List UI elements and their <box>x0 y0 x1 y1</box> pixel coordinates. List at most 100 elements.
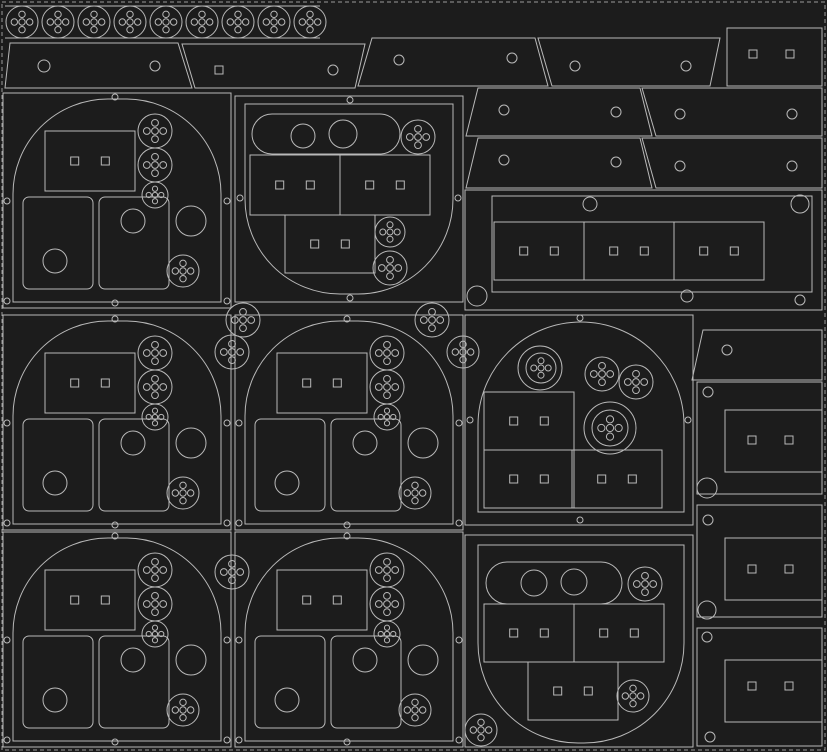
panel-plate <box>234 95 464 303</box>
screw-hole <box>235 419 243 427</box>
connector-pin <box>126 10 134 19</box>
module-outline <box>724 537 823 601</box>
connector-pin <box>169 18 178 26</box>
round-connector <box>398 693 432 727</box>
connector-pin <box>383 374 391 383</box>
connector-pin <box>151 185 159 192</box>
connector-pin <box>97 18 106 26</box>
hole <box>328 119 358 149</box>
connector-pin <box>151 198 159 205</box>
connector-pin <box>598 370 606 378</box>
connector-ring <box>166 254 200 288</box>
panel-plate <box>2 531 232 748</box>
module-outline <box>483 449 575 509</box>
screw-hole <box>466 416 474 424</box>
connector-pin <box>126 25 134 34</box>
connector-pin <box>383 420 391 427</box>
screw-hole <box>111 93 119 101</box>
arch-outline <box>244 103 454 295</box>
connector-pin <box>54 25 62 34</box>
hole <box>790 194 810 214</box>
sub-plate <box>98 418 170 512</box>
screw-hole <box>223 297 231 305</box>
hole <box>786 160 798 172</box>
hole <box>274 687 300 713</box>
connector-pin <box>228 576 236 585</box>
connector-pin <box>605 423 615 433</box>
round-connector <box>141 181 169 209</box>
arch-outline <box>244 537 454 742</box>
hole <box>506 52 518 64</box>
hole <box>290 123 316 149</box>
connector-pin <box>391 349 400 357</box>
module-cutout <box>527 661 619 721</box>
panel-plate <box>2 92 232 309</box>
hole <box>149 60 161 72</box>
arch-outline <box>477 544 685 744</box>
connector-pin <box>597 423 606 433</box>
connector-pin <box>198 18 206 26</box>
connector-pin <box>159 600 168 608</box>
module-cutout <box>44 352 136 414</box>
screw-hole <box>235 636 243 644</box>
connector-pin <box>484 726 493 734</box>
screw-hole <box>111 521 119 529</box>
connector-pin <box>383 566 391 574</box>
connector-pin <box>386 264 394 272</box>
connector-pin <box>145 413 152 421</box>
hole <box>680 289 694 303</box>
connector-pin <box>179 481 187 490</box>
tapered-strip <box>726 27 823 87</box>
round-connector <box>137 586 173 622</box>
hole <box>352 430 378 456</box>
screw-hole <box>684 416 692 424</box>
square-hole <box>597 474 607 484</box>
connector-pin <box>151 407 159 414</box>
connector-pin <box>621 692 630 700</box>
square-hole <box>214 65 224 75</box>
panel-plate <box>464 534 694 748</box>
connector-ring <box>398 476 432 510</box>
sub-plate <box>254 418 326 512</box>
connector-pin <box>466 348 475 356</box>
sub-plate <box>254 635 326 729</box>
module-outline <box>573 603 665 663</box>
panel-plate <box>464 314 694 526</box>
connector-pin <box>228 568 236 576</box>
connector-pin <box>477 733 485 742</box>
connector-pin <box>428 307 436 316</box>
module-cutout <box>276 352 368 414</box>
connector-pin <box>632 369 640 378</box>
connector-pin <box>419 316 428 324</box>
hole <box>569 60 581 72</box>
connector-pin <box>422 133 431 141</box>
connector-pin <box>162 10 170 19</box>
connector-pin <box>151 340 159 349</box>
hole <box>680 60 692 72</box>
tapered-strip <box>465 87 653 137</box>
connector-pin <box>158 630 165 638</box>
tapered-strip <box>181 43 366 89</box>
connector-pin <box>158 191 165 199</box>
connector-pin <box>598 361 606 370</box>
connector-pin <box>469 726 478 734</box>
arch-panel <box>234 314 464 531</box>
connector-pin <box>198 25 206 34</box>
connector-pin <box>459 355 467 364</box>
connector-pin <box>414 141 422 150</box>
connector-pin <box>379 228 387 236</box>
connector-pin <box>589 370 598 378</box>
connector-pin <box>390 630 397 638</box>
square-hole <box>699 246 709 256</box>
connector-pin <box>151 383 159 391</box>
connector-ring <box>225 302 261 338</box>
hole <box>120 208 146 234</box>
module-cutout <box>573 603 665 663</box>
square-hole <box>784 564 794 574</box>
square-hole <box>509 474 519 484</box>
connector-pin <box>636 692 645 700</box>
connector-pin <box>632 378 640 386</box>
connector-pin <box>383 630 391 638</box>
loose-connectors <box>214 302 480 590</box>
